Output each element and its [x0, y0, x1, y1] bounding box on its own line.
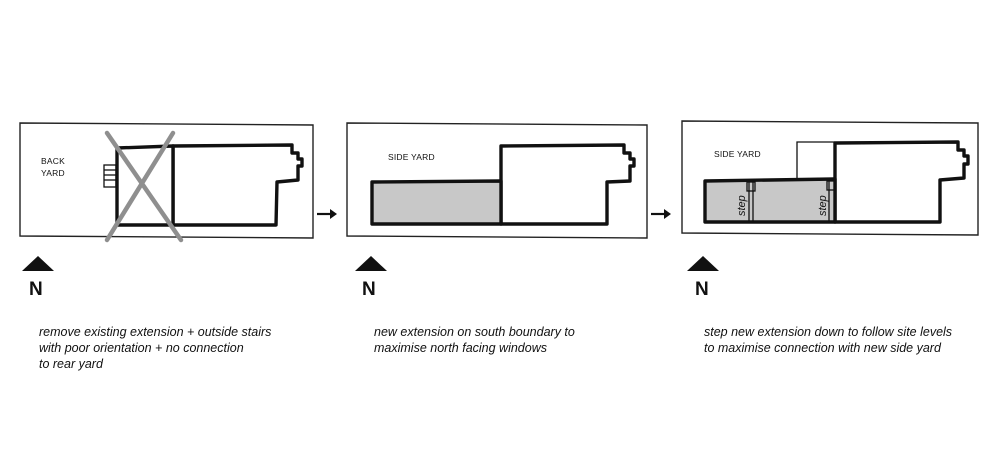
back-yard-label-line2: YARD — [41, 168, 65, 178]
existing-house — [171, 143, 304, 227]
step-line — [826, 180, 836, 222]
side-yard-label: SIDE YARD — [714, 149, 761, 159]
caption-panel-1: remove existing extension + outside stai… — [39, 324, 271, 372]
outside-stairs — [103, 164, 117, 188]
new-extension — [370, 179, 503, 226]
panel-existing: BACK YARD N — [19, 122, 314, 300]
caption-line: with poor orientation + no connection — [39, 341, 244, 355]
new-extension-stepped — [703, 177, 837, 224]
caption-panel-3: step new extension down to follow site l… — [704, 324, 952, 356]
side-yard-boundary — [796, 141, 835, 180]
north-arrow-icon — [687, 256, 719, 271]
north-arrow-icon — [355, 256, 387, 271]
caption-line: maximise north facing windows — [374, 341, 547, 355]
panel-stepped: step step SIDE YARD N — [681, 120, 979, 300]
main-house — [833, 140, 970, 224]
side-yard-label: SIDE YARD — [388, 152, 435, 162]
transition-arrow-icon — [317, 209, 337, 219]
caption-panel-2: new extension on south boundary to maxim… — [374, 324, 575, 356]
caption-line: to maximise connection with new side yar… — [704, 341, 941, 355]
caption-line: remove existing extension + outside stai… — [39, 325, 272, 339]
transition-arrow-icon — [651, 209, 671, 219]
north-arrow-icon — [22, 256, 54, 271]
step-label: step — [736, 195, 748, 216]
north-label: N — [362, 279, 376, 300]
cross-out-mark — [104, 130, 184, 243]
panel-proposed: SIDE YARD N — [346, 122, 648, 300]
caption-line: to rear yard — [39, 357, 103, 371]
back-yard-label-line1: BACK — [41, 156, 65, 166]
step-line — [746, 181, 756, 222]
north-label: N — [695, 279, 709, 300]
caption-line: new extension on south boundary to — [374, 325, 575, 339]
north-label: N — [29, 279, 43, 300]
caption-line: step new extension down to follow site l… — [704, 325, 953, 339]
step-label: step — [817, 195, 829, 216]
main-house — [499, 143, 636, 226]
